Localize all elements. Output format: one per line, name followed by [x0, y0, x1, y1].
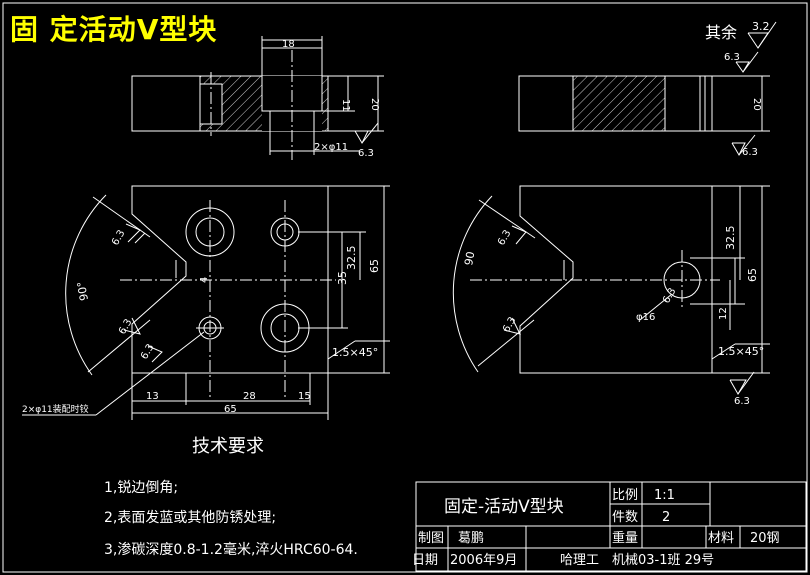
title-block [415, 481, 807, 572]
front-view-right [452, 185, 770, 396]
dim-chamfer-right: 1.5×45° [718, 345, 764, 358]
tb-material-value: 20钢 [750, 531, 780, 546]
finish-6-3-c: 6.3 [110, 228, 127, 247]
dim-32-5-right: 32.5 [724, 226, 737, 251]
dim-12: 12 [718, 307, 729, 320]
tb-scale-label: 比例 [612, 488, 638, 503]
tb-qty-label: 件数 [612, 510, 638, 525]
finish-6-3-top: 6.3 [724, 52, 740, 63]
rest-finish-value: 3.2 [752, 20, 770, 33]
finish-6-3-h: 6.3 [661, 286, 678, 305]
tb-weight-label: 重量 [612, 530, 638, 546]
tb-part-name: 固定-活动V型块 [444, 497, 564, 517]
finish-6-3-f: 6.3 [496, 228, 513, 247]
rest-finish-symbol [747, 32, 769, 49]
tb-scale-value: 1:1 [654, 488, 675, 503]
dim-4: 4 [199, 277, 210, 283]
rest-finish-label: 其余 [705, 23, 737, 42]
tb-school: 哈理工 [560, 553, 599, 568]
finish-6-3-i: 6.3 [734, 396, 750, 407]
finish-6-3-a: 6.3 [358, 148, 374, 159]
tech-heading: 技术要求 [192, 436, 264, 457]
dim-chamfer-left: 1.5×45° [332, 346, 378, 359]
tb-material-label: 材料 [708, 531, 734, 546]
drawing-title: 固 定活动V型块 [10, 13, 218, 46]
dim-90-left: 90° [75, 280, 91, 301]
finish-6-3-e: 6.3 [139, 342, 156, 361]
tech-item-3: 3,渗碳深度0.8-1.2毫米,淬火HRC60-64. [104, 541, 358, 558]
dim-35-left: 35 [336, 271, 349, 285]
dim-20-right: 20 [751, 98, 762, 111]
dim-dia16: φ16 [636, 312, 655, 323]
tb-draw-label: 制图 [418, 531, 444, 546]
dim-13: 13 [146, 391, 159, 402]
dim-90-right: 90 [462, 250, 477, 266]
dim-28: 28 [243, 391, 256, 402]
finish-6-3-g: 6.3 [501, 315, 518, 334]
section-view-left [131, 36, 384, 160]
dim-65-bottom: 65 [224, 404, 237, 415]
tb-date-label: 日期 [412, 553, 438, 568]
front-view-left [22, 185, 390, 420]
tb-qty-value: 2 [662, 510, 670, 525]
dim-65-right: 65 [746, 268, 759, 282]
dim-18: 18 [282, 39, 295, 50]
tb-draw-name: 葛鹏 [458, 531, 484, 546]
pin-note: 2×φ11装配时铰 [22, 403, 89, 415]
dim-20-left: 20 [369, 98, 380, 111]
tb-class: 机械03-1班 29号 [612, 553, 714, 568]
finish-6-3-b: 6.3 [742, 147, 758, 158]
dim-15: 15 [298, 391, 311, 402]
dim-2dia11: 2×φ11 [314, 142, 348, 153]
dim-11: 11 [340, 99, 351, 112]
dim-32-5-left: 32.5 [345, 246, 358, 271]
tech-item-1: 1,锐边倒角; [104, 480, 178, 496]
side-view-right [518, 51, 770, 157]
tech-item-2: 2,表面发蓝或其他防锈处理; [104, 510, 276, 526]
tb-date-value: 2006年9月 [450, 553, 517, 568]
dim-65-left: 65 [368, 259, 381, 273]
